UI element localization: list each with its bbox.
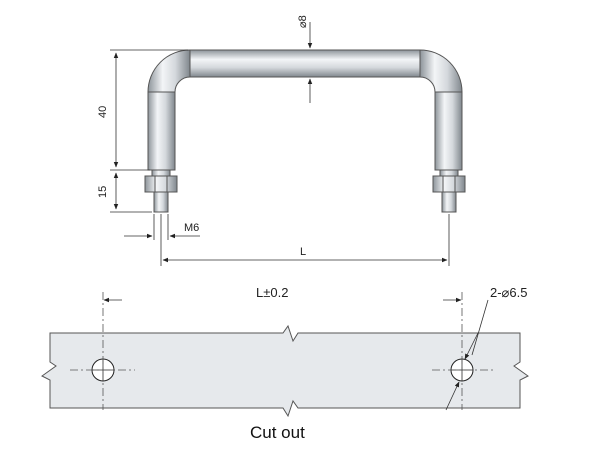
handle-left-corner bbox=[147, 49, 191, 93]
dim-thread-label: M6 bbox=[184, 222, 199, 234]
left-thread bbox=[153, 191, 169, 213]
left-nut bbox=[144, 175, 178, 193]
dim-height-15: 15 bbox=[97, 172, 119, 210]
left-nut-cap bbox=[151, 169, 171, 177]
dim-length-label: L bbox=[300, 246, 306, 258]
right-thread bbox=[441, 191, 457, 213]
panel bbox=[41, 324, 529, 418]
dim-holes: 2-⌀6.5 bbox=[445, 285, 527, 411]
right-nut bbox=[432, 175, 466, 193]
handle-drawing: ⌀8 40 15 M6 L bbox=[97, 15, 466, 266]
dim-length: L bbox=[160, 214, 450, 266]
dim-spacing-label: L±0.2 bbox=[256, 285, 288, 300]
dim-diameter-rod: ⌀8 bbox=[297, 15, 313, 103]
cutout-caption: Cut out bbox=[250, 423, 305, 442]
dim-holes-label: 2-⌀6.5 bbox=[490, 285, 527, 300]
handle-right-corner bbox=[419, 49, 463, 93]
handle-top-bar bbox=[189, 49, 421, 78]
dim-height-40: 40 bbox=[97, 52, 119, 168]
handle-left-leg bbox=[147, 91, 176, 171]
dim-diameter-rod-label: ⌀8 bbox=[297, 15, 309, 28]
right-nut-cap bbox=[439, 169, 459, 177]
cutout-drawing: L±0.2 2-⌀6.5 Cut out bbox=[41, 285, 529, 442]
dim-spacing: L±0.2 bbox=[103, 285, 462, 303]
dim-thread: M6 bbox=[124, 214, 200, 240]
dim-height-15-label: 15 bbox=[97, 186, 109, 198]
handle-right-leg bbox=[434, 91, 463, 171]
dim-height-40-label: 40 bbox=[97, 106, 109, 118]
